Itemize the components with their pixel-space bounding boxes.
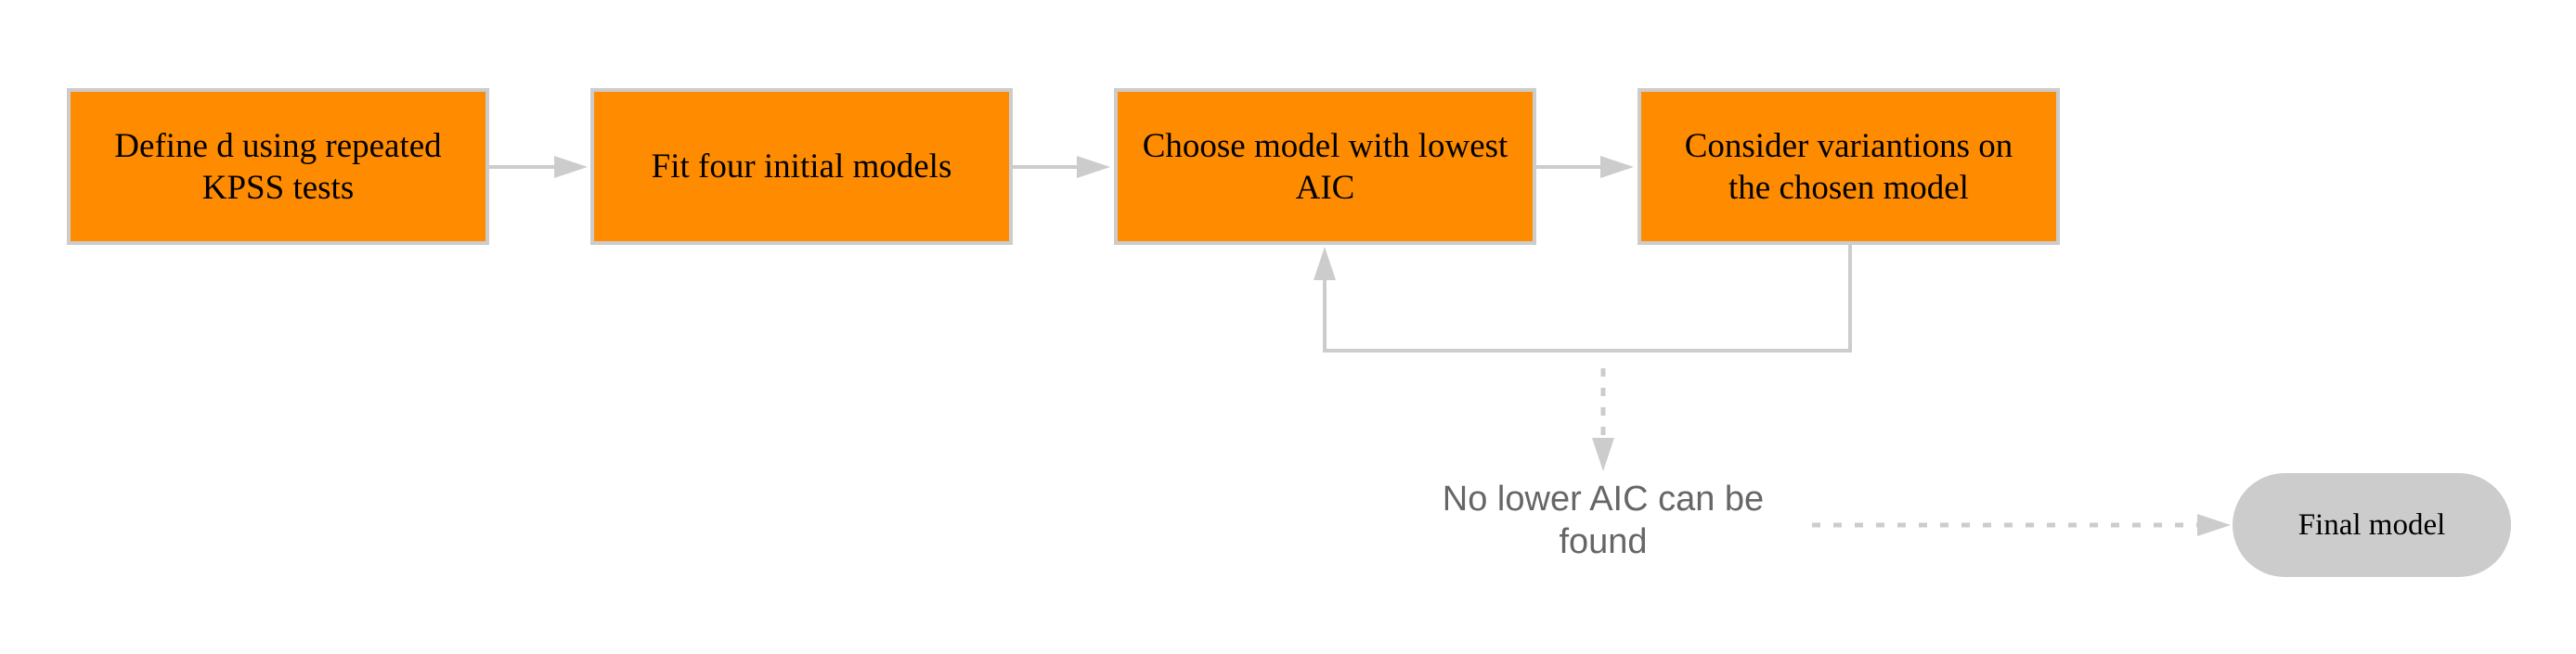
node-consider-variations-label: Consider variantions on the chosen model xyxy=(1684,126,2013,207)
node-define-d-label: Define d using repeated KPSS tests xyxy=(114,126,442,207)
edge-no-lower-to-final xyxy=(1812,514,2231,536)
node-final-model: Final model xyxy=(2233,473,2511,577)
node-final-model-label: Final model xyxy=(2298,507,2446,542)
node-no-lower-aic-label: No lower AIC can be found xyxy=(1442,480,1765,561)
node-define-d: Define d using repeated KPSS tests xyxy=(67,88,489,245)
edge-define-to-fit xyxy=(489,156,588,178)
node-fit-four: Fit four initial models xyxy=(590,88,1013,245)
node-consider-variations: Consider variantions on the chosen model xyxy=(1638,88,2060,245)
node-choose-lowest-label: Choose model with lowest AIC xyxy=(1142,126,1508,207)
edge-loop-to-no-lower xyxy=(1592,368,1614,471)
node-choose-lowest: Choose model with lowest AIC xyxy=(1114,88,1536,245)
edge-fit-to-choose xyxy=(1013,156,1110,178)
node-no-lower-aic: No lower AIC can be found xyxy=(1417,478,1789,563)
edge-consider-loop-to-choose xyxy=(1314,245,1852,353)
node-fit-four-label: Fit four initial models xyxy=(651,147,952,186)
edge-choose-to-consider xyxy=(1536,156,1634,178)
